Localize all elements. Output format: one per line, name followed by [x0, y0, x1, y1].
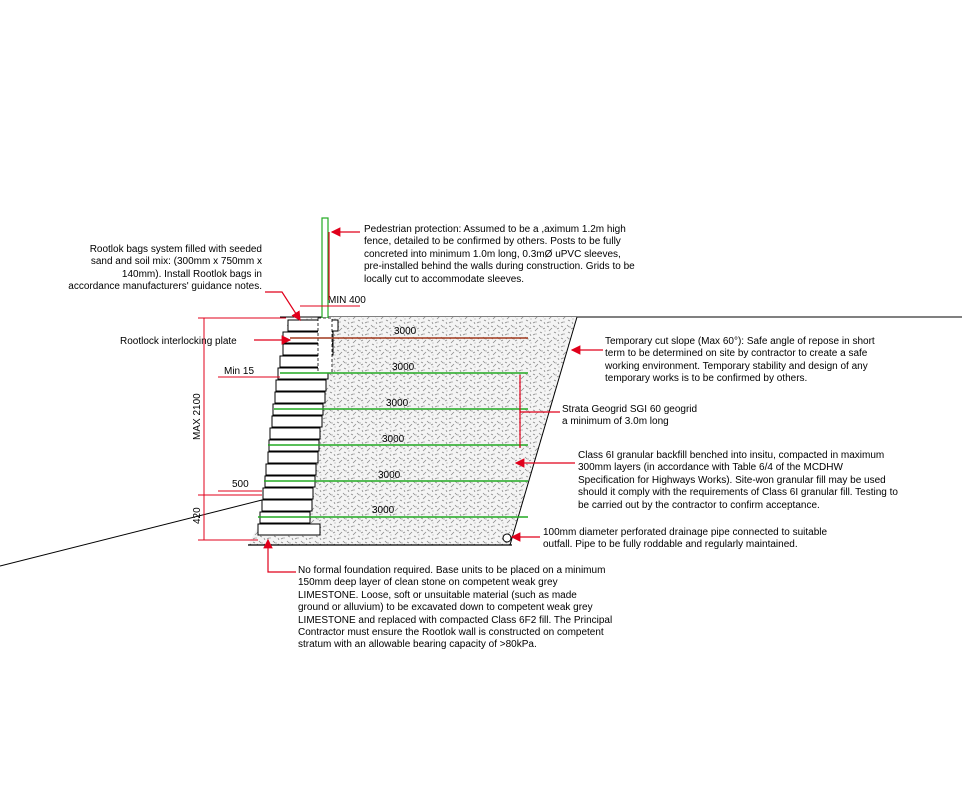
leader-lines [254, 227, 603, 573]
height-dimension [198, 317, 286, 541]
geogrid-length-2: 3000 [392, 362, 415, 373]
dim-420-label: 420 [192, 507, 203, 524]
geogrid-length-4: 3000 [382, 434, 405, 445]
min-400-label: MIN 400 [328, 295, 366, 306]
cut-slope-line [509, 316, 578, 546]
upvc-sleeve [317, 317, 333, 374]
geogrid-length-5: 3000 [378, 470, 401, 481]
existing-ground-line [0, 499, 263, 567]
max-2100-label: MAX 2100 [192, 393, 203, 440]
drainage-pipe [502, 533, 512, 543]
pedestrian-protection-note: Pedestrian protection: Assumed to be a ,… [364, 224, 635, 285]
geogrid-length-3: 3000 [386, 398, 409, 409]
geogrid-length-6: 3000 [372, 505, 395, 516]
backfill-note: Class 6I granular backfill benched into … [578, 450, 898, 511]
drainage-note: 100mm diameter perforated drainage pipe … [543, 527, 828, 551]
dim-500-label: 500 [232, 479, 249, 490]
rootlok-bags-note: Rootlok bags system filled with seeded s… [68, 244, 262, 293]
foundation-note: No formal foundation required. Base unit… [298, 565, 613, 651]
geogrid-length-1: 3000 [394, 326, 417, 337]
min-15-label: Min 15 [224, 366, 254, 377]
interlocking-plate-label: Rootlock interlocking plate [120, 336, 237, 347]
cut-slope-note: Temporary cut slope (Max 60°): Safe angl… [605, 336, 875, 385]
geogrid-note: Strata Geogrid SGI 60 geogrid a minimum … [562, 404, 698, 428]
granular-backfill [248, 317, 577, 545]
